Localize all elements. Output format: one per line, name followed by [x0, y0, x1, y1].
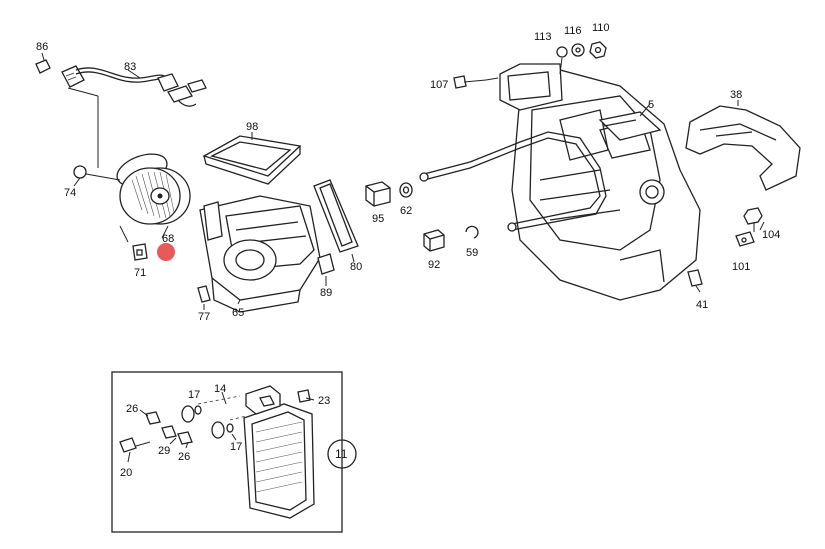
- callout-86: 86: [36, 41, 48, 53]
- callout-116: 116: [564, 25, 582, 37]
- blower-housing: [197, 195, 321, 313]
- heater-core-inset: [111, 371, 357, 533]
- small-parts-center: [365, 181, 479, 252]
- clip-89: [317, 253, 335, 286]
- callout-11: 11: [335, 447, 348, 461]
- callout-17b: 17: [230, 441, 242, 453]
- callout-77: 77: [198, 311, 210, 323]
- callout-104: 104: [762, 229, 780, 241]
- callout-5: 5: [648, 99, 654, 111]
- filter-frame-98: [202, 132, 302, 185]
- callout-98: 98: [246, 121, 258, 133]
- callout-92: 92: [428, 259, 440, 271]
- heater-case: [419, 41, 701, 301]
- callout-labels: 86 83 74 71 68 98 77 65 80 89 95 62 92 5…: [36, 22, 780, 479]
- callout-38: 38: [730, 89, 742, 101]
- callout-68: 68: [162, 233, 174, 245]
- bracket-38: [685, 100, 801, 293]
- callout-20: 20: [120, 467, 132, 479]
- callout-62: 62: [400, 205, 412, 217]
- callout-26a: 26: [126, 403, 138, 415]
- callout-95: 95: [372, 213, 384, 225]
- wiring-harness: [35, 52, 207, 168]
- callout-107: 107: [430, 79, 448, 91]
- callout-71: 71: [134, 267, 146, 279]
- blower-motor: [73, 153, 191, 261]
- callout-110: 110: [592, 22, 610, 34]
- callout-113: 113: [534, 31, 552, 43]
- callout-26b: 26: [178, 451, 190, 463]
- callout-74: 74: [64, 187, 76, 199]
- highlight-marker: [157, 243, 175, 261]
- callout-59: 59: [466, 247, 478, 259]
- callout-17a: 17: [188, 389, 200, 401]
- callout-89: 89: [320, 287, 332, 299]
- callout-65: 65: [232, 307, 244, 319]
- callout-14: 14: [214, 383, 226, 395]
- callout-80: 80: [350, 261, 362, 273]
- callout-41: 41: [696, 299, 708, 311]
- callout-23: 23: [318, 395, 330, 407]
- callout-29: 29: [158, 445, 170, 457]
- seal-80: [313, 179, 359, 263]
- callout-83: 83: [124, 61, 136, 73]
- callout-101: 101: [732, 261, 750, 273]
